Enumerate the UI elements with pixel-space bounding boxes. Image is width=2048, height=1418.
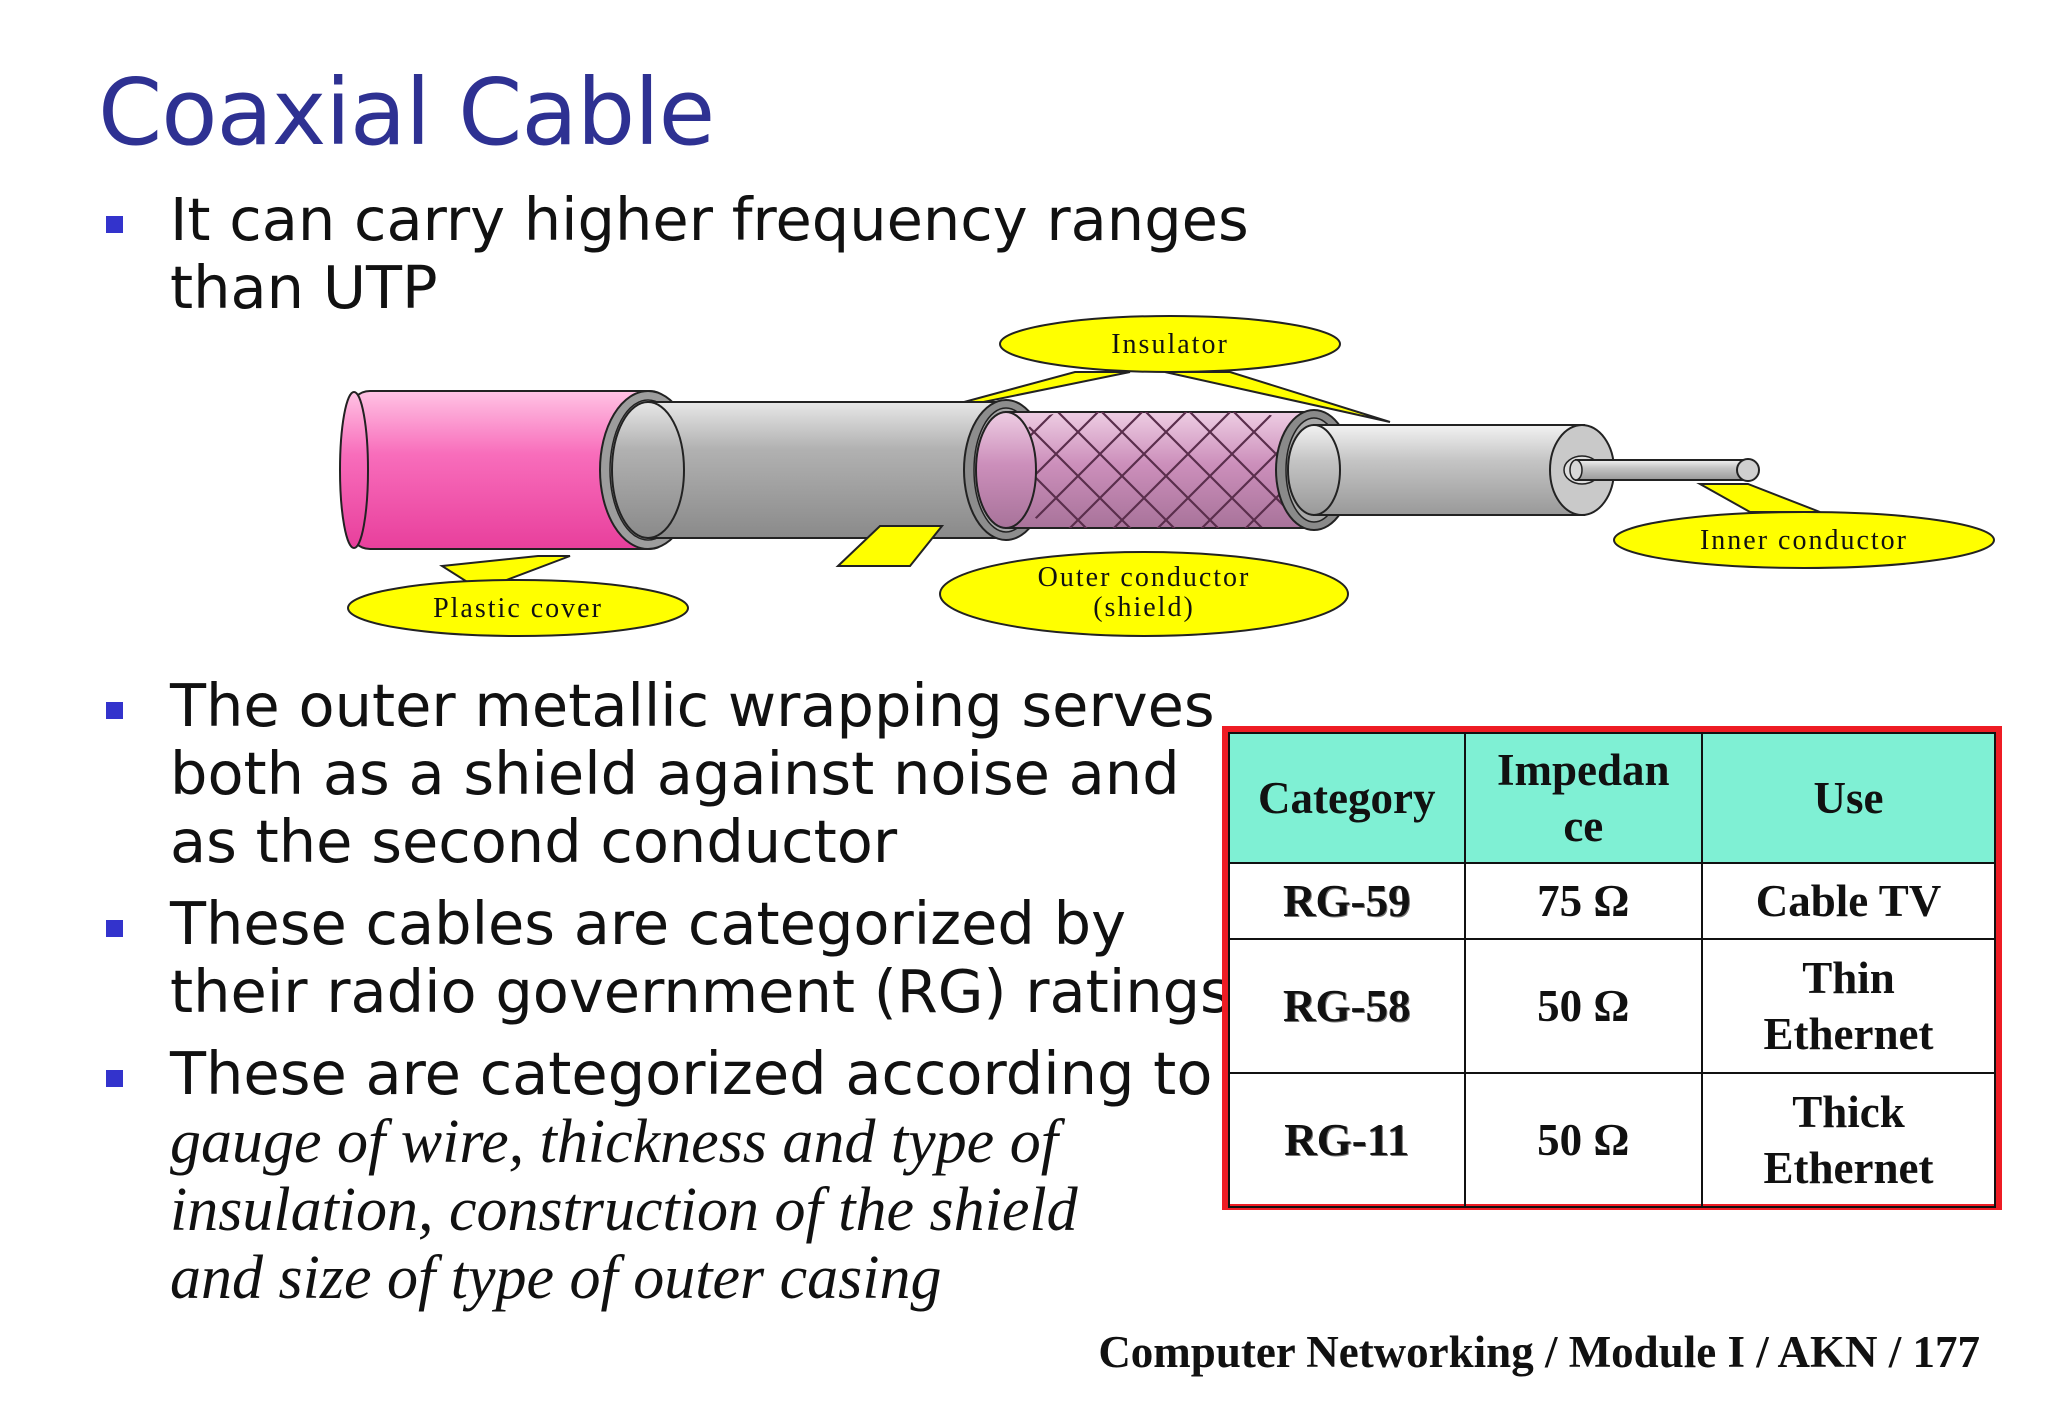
outer-conductor-pointer xyxy=(835,525,945,567)
cell-use-line2: Ethernet xyxy=(1763,1009,1934,1059)
bullet-text-line: The outer metallic wrapping serves xyxy=(170,671,1215,740)
cell-use-line1: Thick xyxy=(1792,1087,1905,1137)
cell-impedance: 75 Ω xyxy=(1463,862,1704,940)
cell-use: Cable TV xyxy=(1701,862,1996,940)
cell-impedance: 50 Ω xyxy=(1463,1072,1704,1208)
bullet-square-icon xyxy=(106,702,123,719)
slide-title: Coaxial Cable xyxy=(98,59,715,166)
bullet-text-italic-line: gauge of wire, thickness and type of xyxy=(170,1108,1058,1176)
cell-use-line2: Ethernet xyxy=(1763,1143,1934,1193)
bullet-text-italic-line: and size of type of outer casing xyxy=(170,1244,942,1312)
coaxial-cable-diagram: Insulator Plastic cover Outer conductor … xyxy=(339,315,1995,637)
bullet-square-icon xyxy=(106,1070,123,1087)
inner-dielectric-segment xyxy=(1287,424,1615,516)
header-category: Category xyxy=(1228,732,1466,864)
insulator-label: Insulator xyxy=(1111,329,1229,360)
bullet-item: The outer metallic wrapping serves both … xyxy=(100,672,1231,876)
cell-use-line1: Thin xyxy=(1802,953,1895,1003)
table-row: RG-58 50 Ω Thin Ethernet xyxy=(1228,938,1996,1074)
bullet-text-line: It can carry higher frequency ranges xyxy=(170,185,1249,254)
bullet-square-icon xyxy=(106,216,123,233)
cell-impedance: 50 Ω xyxy=(1463,938,1704,1074)
insulator-callout xyxy=(999,315,1341,373)
outer-conductor-label-line2: (shield) xyxy=(1093,592,1195,623)
bullet-item: These cables are categorized by their ra… xyxy=(100,890,1231,1026)
bullet-text-line: both as a shield against noise and xyxy=(170,739,1180,808)
outer-conductor-callout xyxy=(939,551,1349,637)
header-use: Use xyxy=(1701,732,1996,864)
bullet-item: These are categorized according to gauge… xyxy=(100,1040,1231,1312)
cell-use: Thick Ethernet xyxy=(1701,1072,1996,1208)
cell-use: Thin Ethernet xyxy=(1701,938,1996,1074)
bullet-text-line: as the second conductor xyxy=(170,807,898,876)
bullet-item: It can carry higher frequency ranges tha… xyxy=(100,186,1249,322)
outer-conductor-label-line1: Outer conductor xyxy=(1038,562,1251,593)
bullet-square-icon xyxy=(106,920,123,937)
bullet-text-line: These cables are categorized by xyxy=(170,889,1126,958)
inner-conductor-label: Inner conductor xyxy=(1700,525,1908,556)
inner-conductor-wire xyxy=(1569,458,1760,482)
header-impedance-line2: ce xyxy=(1563,801,1604,851)
bullet-text-line: than UTP xyxy=(170,253,438,322)
inner-conductor-callout xyxy=(1613,511,1995,569)
bullet-list-top: It can carry higher frequency ranges tha… xyxy=(100,186,1249,322)
plastic-cover-label: Plastic cover xyxy=(433,593,603,624)
cell-category: RG-59 xyxy=(1228,862,1466,940)
table-header-row: Category Impedan ce Use xyxy=(1228,732,1996,864)
bullet-text-line: their radio government (RG) ratings xyxy=(170,957,1231,1026)
rg-ratings-table: Category Impedan ce Use RG-59 75 Ω Cable… xyxy=(1222,726,2002,1210)
cell-category: RG-58 xyxy=(1228,938,1466,1074)
header-impedance: Impedan ce xyxy=(1463,732,1704,864)
inner-conductor-pointer xyxy=(1696,483,1821,513)
bullet-text-italic-line: insulation, construction of the shield xyxy=(170,1176,1078,1244)
table-row: RG-59 75 Ω Cable TV xyxy=(1228,862,1996,940)
bullet-text-line: These are categorized according to xyxy=(170,1039,1213,1108)
slide-footer: Computer Networking / Module I / AKN / 1… xyxy=(1098,1327,1980,1377)
bullet-list-bottom: The outer metallic wrapping serves both … xyxy=(100,672,1231,1312)
header-impedance-line1: Impedan xyxy=(1497,745,1670,795)
table-row: RG-11 50 Ω Thick Ethernet xyxy=(1228,1072,1996,1208)
cell-category: RG-11 xyxy=(1228,1072,1466,1208)
plastic-cover-callout xyxy=(347,579,689,637)
